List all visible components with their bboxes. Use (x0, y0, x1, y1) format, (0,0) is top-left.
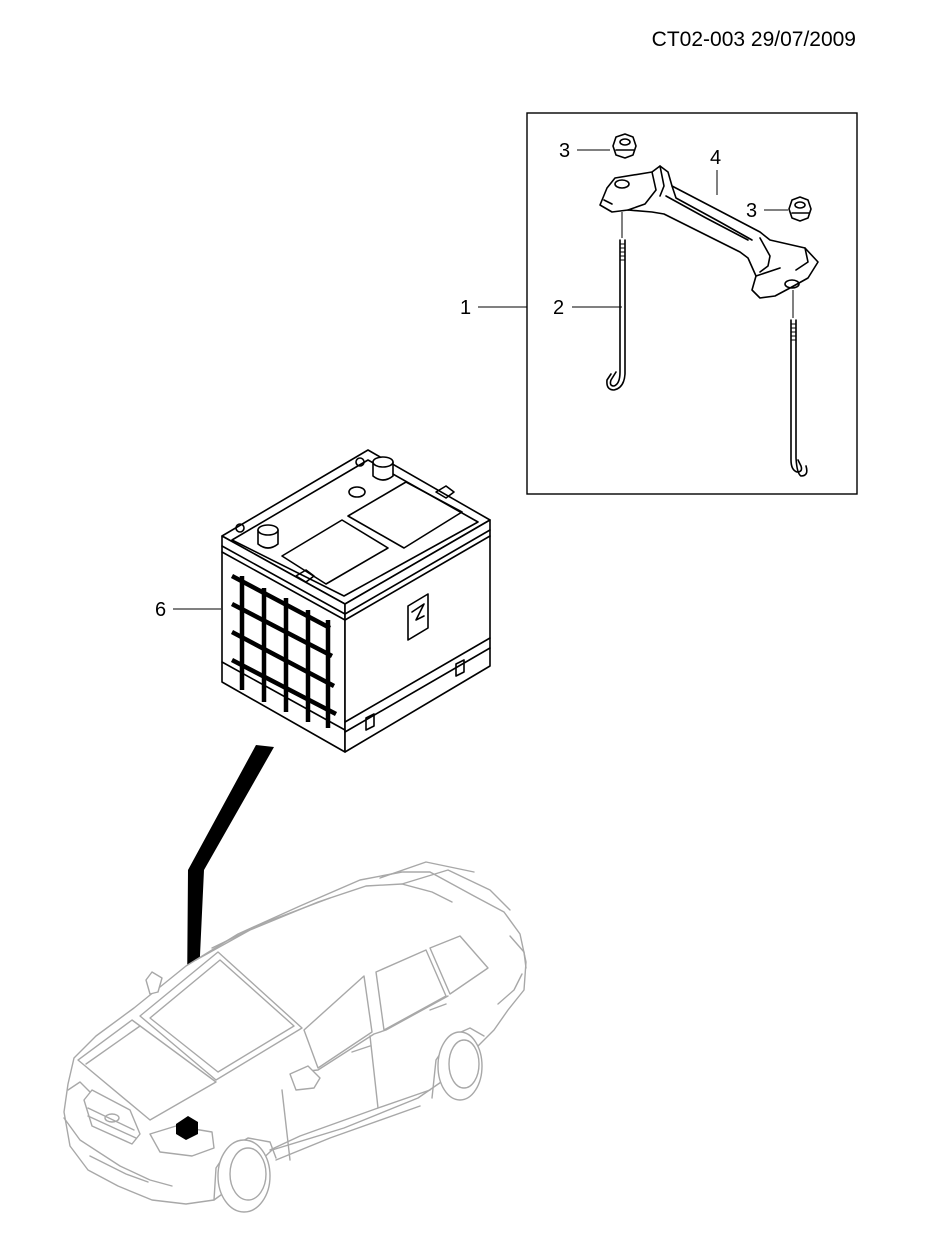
location-pointer (186, 745, 274, 1126)
rod-left (606, 212, 626, 391)
callout-4: 4 (710, 147, 721, 195)
nut-left (612, 133, 637, 159)
rod-right (790, 290, 808, 477)
callout-6-label: 6 (155, 599, 166, 621)
callout-2-label: 2 (553, 297, 564, 319)
vehicle-outline (63, 861, 527, 1213)
callout-1-label: 1 (460, 297, 471, 319)
hold-down-bracket (599, 165, 819, 299)
battery-location-marker (176, 1116, 198, 1140)
callout-3-right-label: 3 (746, 200, 757, 222)
callout-3-right: 3 (746, 200, 788, 222)
callout-6: 6 (155, 599, 221, 621)
callout-1: 1 (460, 297, 527, 319)
callout-3-left-label: 3 (559, 140, 570, 162)
battery (221, 449, 491, 753)
callout-3-left: 3 (559, 140, 610, 162)
nut-right (788, 196, 812, 222)
callout-2: 2 (553, 297, 622, 319)
assembly-detail-box (526, 112, 858, 495)
callout-4-label: 4 (710, 147, 721, 169)
diagram-code: CT02-003 29/07/2009 (652, 28, 856, 51)
